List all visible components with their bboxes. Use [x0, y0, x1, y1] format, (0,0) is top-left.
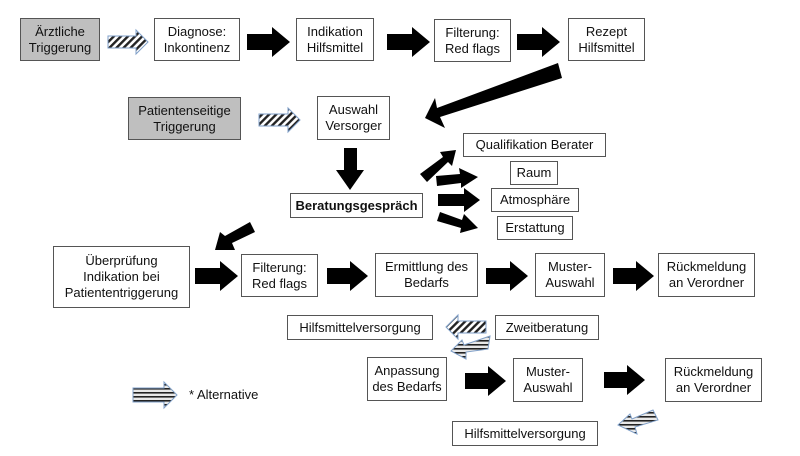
node-auswahl-versorger: Auswahl Versorger [317, 96, 390, 140]
alt-arrow-to-hilfsmittelversorgung-2 [617, 409, 659, 435]
node-beratungsgespraech: Beratungsgespräch [290, 193, 423, 218]
node-indikation-hilfsmittel: Indikation Hilfsmittel [296, 18, 374, 61]
arrow-muster-rueckmeldung [613, 261, 654, 291]
node-raum: Raum [510, 161, 558, 185]
arrow-diagnose-indikation [247, 27, 290, 57]
node-muster-auswahl-1: Muster- Auswahl [535, 253, 605, 297]
arrow-rezept-auswahl [425, 63, 562, 128]
node-filterung-red-flags-2: Filterung: Red flags [241, 254, 318, 297]
node-aerztliche-triggerung: Ärztliche Triggerung [20, 18, 100, 61]
arrow-beratung-erstattung [437, 212, 478, 233]
node-diagnose-inkontinenz: Diagnose: Inkontinenz [154, 18, 240, 61]
alt-arrow-to-hilfsmittelversorgung [445, 313, 487, 341]
arrow-beratung-qualifikation [420, 150, 456, 182]
legend-alt-arrow [132, 380, 178, 410]
arrow-filterung-ermittlung [327, 261, 368, 291]
node-patientenseitige-triggerung: Patientenseitige Triggerung [128, 97, 241, 140]
node-filterung-red-flags-1: Filterung: Red flags [434, 19, 511, 62]
alt-arrow-patient-auswahl [258, 106, 301, 134]
arrow-auswahl-beratung [336, 148, 364, 190]
node-zweitberatung: Zweitberatung [495, 315, 599, 340]
node-atmosphaere: Atmosphäre [491, 188, 579, 212]
arrow-ueberpruefung-filterung [195, 261, 238, 291]
arrow-filterung-rezept [517, 27, 560, 57]
node-erstattung: Erstattung [497, 216, 573, 240]
node-hilfsmittelversorgung-2: Hilfsmittelversorgung [452, 421, 598, 446]
node-rueckmeldung-2: Rückmeldung an Verordner [665, 358, 762, 402]
arrow-indikation-filterung [387, 27, 430, 57]
node-hilfsmittelversorgung-1: Hilfsmittelversorgung [287, 315, 433, 340]
arrow-beratung-raum [436, 168, 478, 188]
node-ueberpruefung-indikation: Überprüfung Indikation bei Patiententrig… [53, 246, 190, 308]
arrow-ermittlung-muster [486, 261, 528, 291]
node-ermittlung-des-bedarfs: Ermittlung des Bedarfs [375, 253, 478, 297]
arrow-beratung-atmosphaere [438, 188, 480, 212]
alt-arrow-to-anpassung [450, 335, 491, 360]
legend-alternative-label: * Alternative [189, 387, 259, 402]
node-qualifikation-berater: Qualifikation Berater [463, 133, 606, 157]
arrow-anpassung-muster [465, 366, 506, 396]
node-rueckmeldung-1: Rückmeldung an Verordner [658, 253, 755, 297]
node-muster-auswahl-2: Muster- Auswahl [513, 358, 583, 402]
alt-arrow-aerztlich-diagnose [107, 28, 149, 56]
node-anpassung-des-bedarfs: Anpassung des Bedarfs [367, 357, 447, 401]
arrow-muster-rueckmeldung-2 [604, 365, 645, 395]
node-rezept-hilfsmittel: Rezept Hilfsmittel [568, 18, 645, 61]
arrow-to-ueberpruefung [215, 222, 255, 250]
